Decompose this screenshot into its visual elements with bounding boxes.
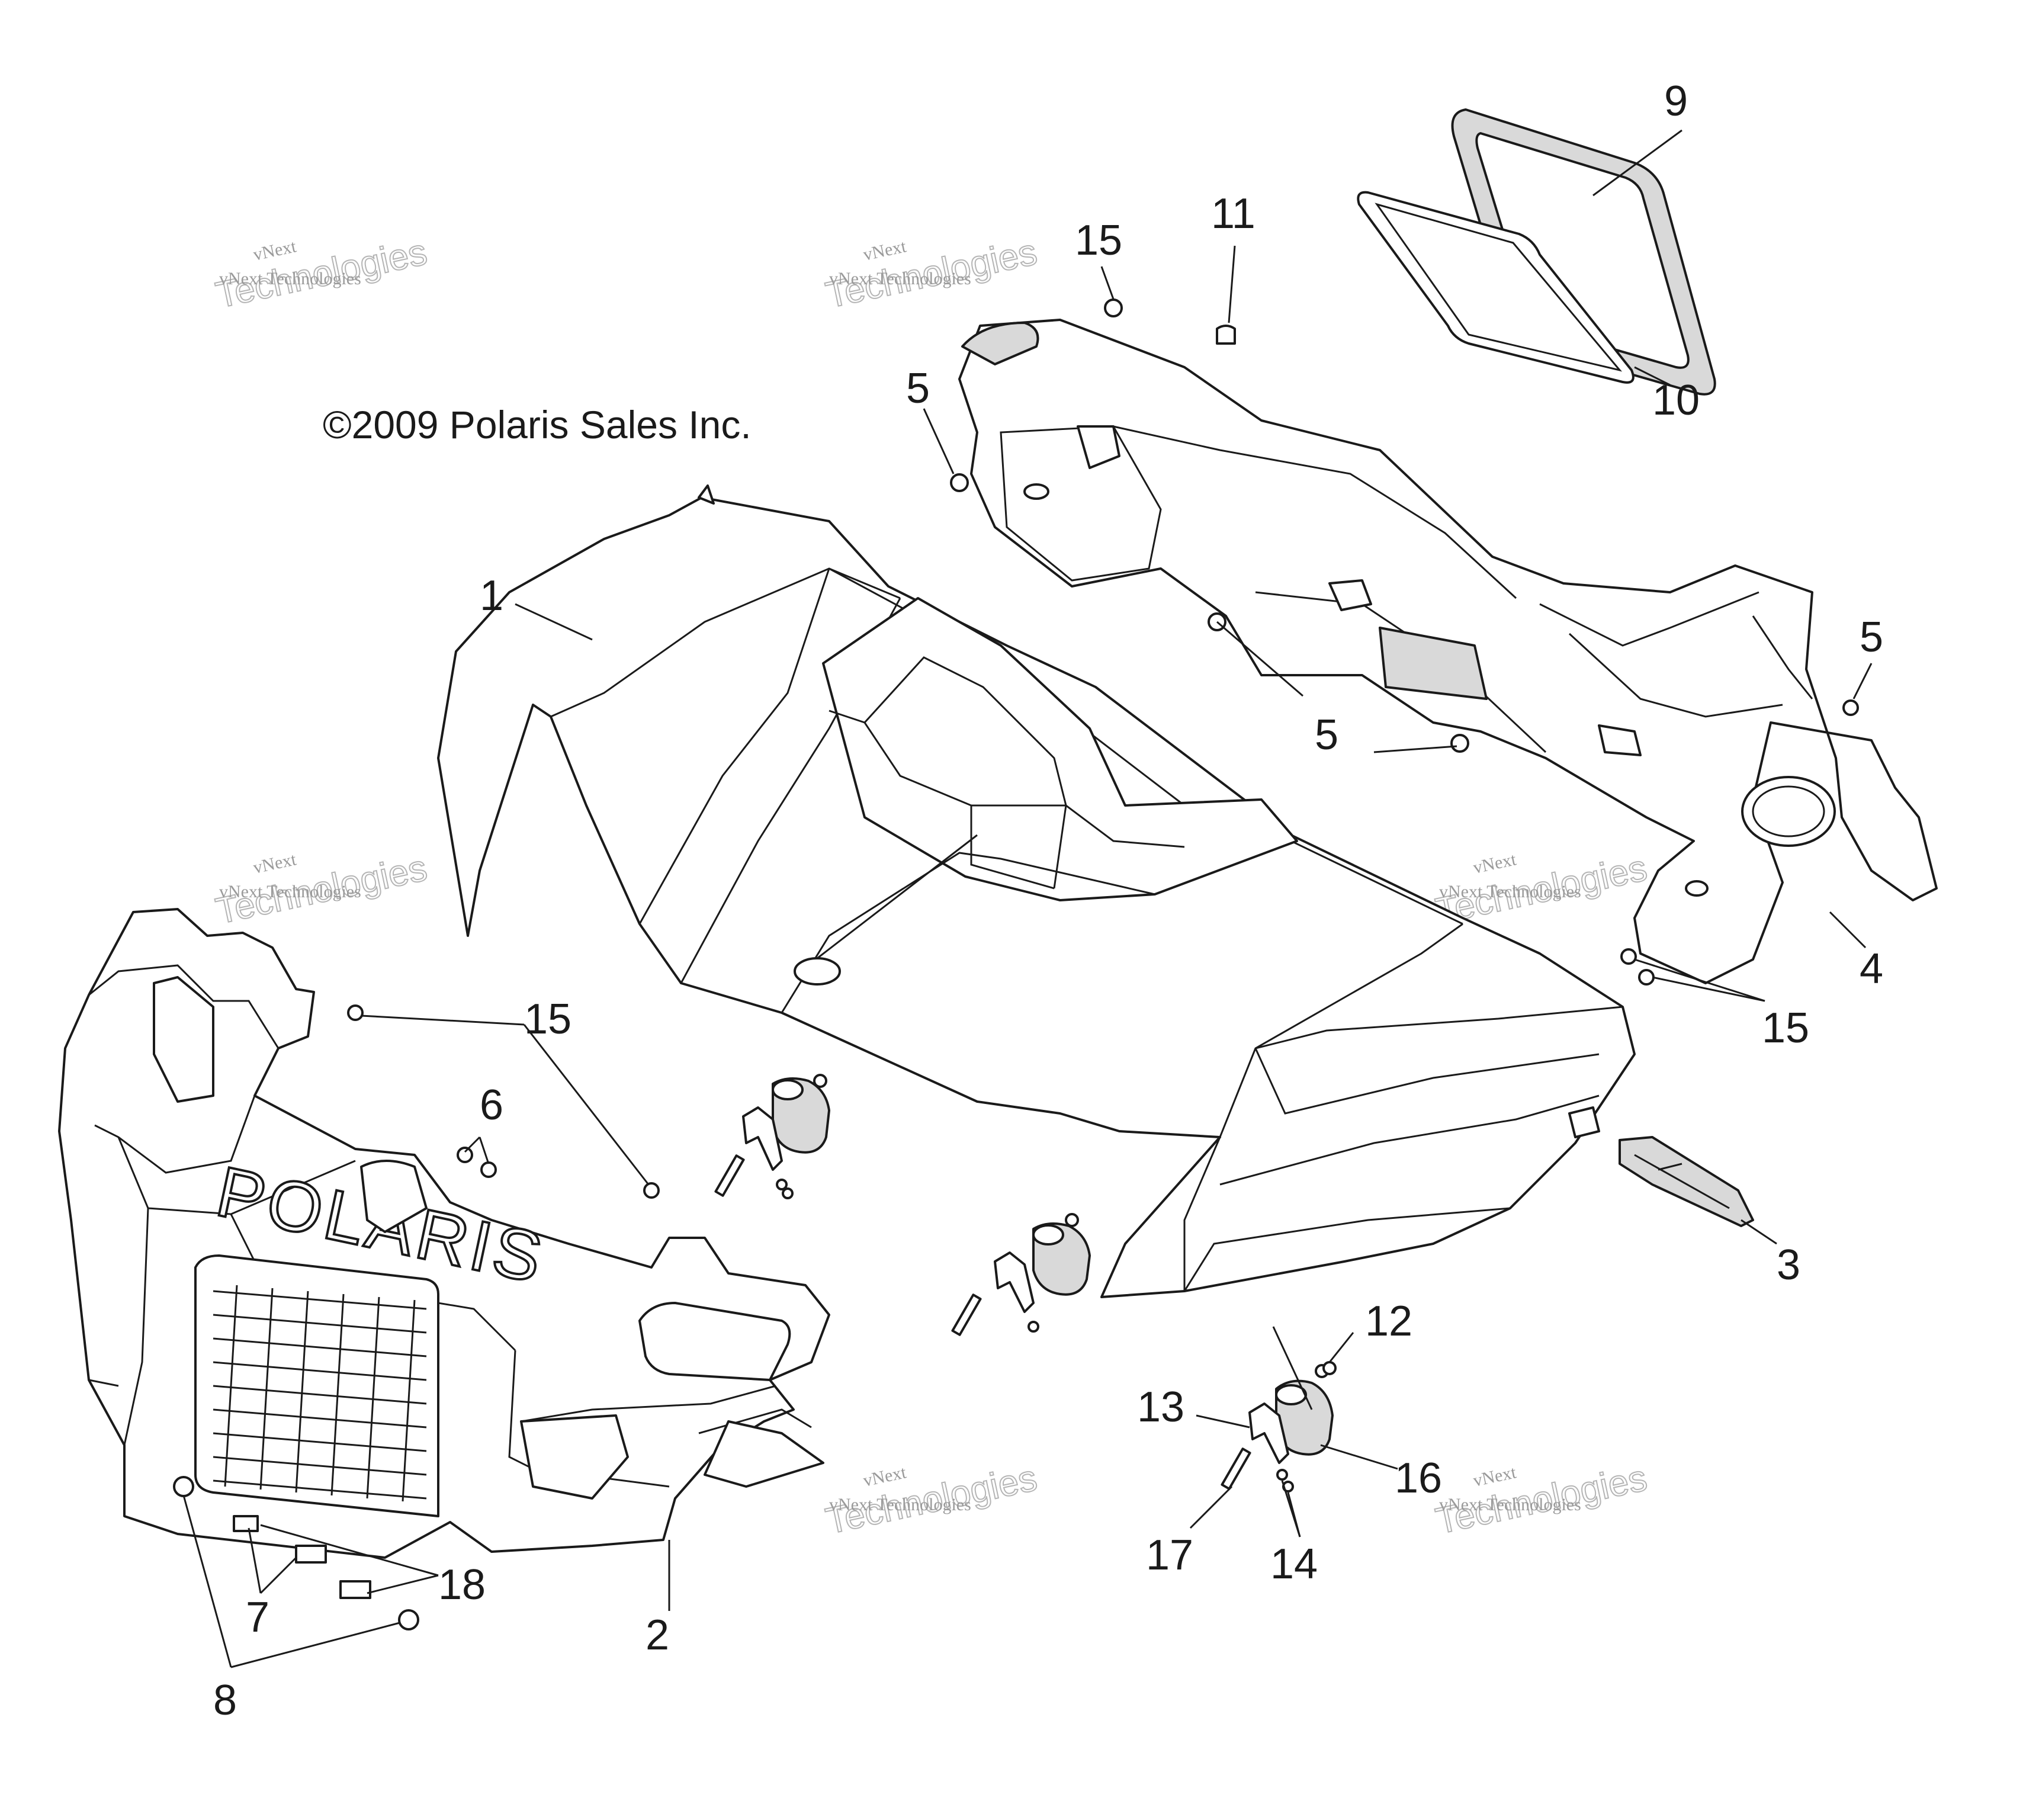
- fastener-15-right-a: [1620, 948, 1637, 965]
- callout-11: 11: [1211, 190, 1255, 237]
- callout-2: 2: [646, 1612, 669, 1659]
- leader-lines: [182, 129, 1873, 1668]
- mount-hardware-left: [714, 1074, 830, 1199]
- fastener-6-b: [480, 1161, 497, 1178]
- mount-hardware-center: [951, 1213, 1091, 1336]
- fastener-15-right-b: [1638, 969, 1655, 986]
- part-4-dash-panel: [958, 319, 1938, 984]
- part-2-front-bumper: POLARIS: [58, 908, 830, 1559]
- callout-5-right: 5: [1860, 614, 1883, 661]
- part-3-grip: [1619, 1136, 1754, 1227]
- fastener-15-left: [347, 1004, 364, 1021]
- callout-3: 3: [1777, 1241, 1800, 1289]
- callout-10: 10: [1652, 377, 1700, 424]
- fastener-5-left: [950, 473, 969, 492]
- fastener-12: [1322, 1361, 1337, 1375]
- fastener-18-b: [339, 1580, 371, 1599]
- callout-13: 13: [1137, 1384, 1184, 1431]
- watermark-small-text: vNext Technologies: [219, 269, 361, 288]
- part-10-window: [1357, 191, 1635, 384]
- grille-mesh: [213, 1285, 427, 1502]
- watermark-small-text: vNext: [252, 849, 298, 878]
- fastener-11-nut: [1216, 325, 1236, 345]
- fastener-8-b: [398, 1609, 419, 1630]
- callout-5-center: 5: [1315, 711, 1338, 759]
- callout-15-top: 15: [1075, 217, 1122, 264]
- callout-12: 12: [1365, 1298, 1412, 1345]
- callout-4: 4: [1860, 945, 1883, 993]
- mount-hardware-exploded: [1221, 1364, 1334, 1492]
- callout-5-left: 5: [906, 365, 930, 412]
- callout-15-right: 15: [1762, 1004, 1809, 1052]
- watermark-small-text: vNext Technologies: [829, 1495, 971, 1514]
- callout-14: 14: [1270, 1540, 1318, 1588]
- watermark-small-text: vNext: [1472, 849, 1518, 878]
- callout-8: 8: [213, 1677, 237, 1724]
- fastener-7-a: [295, 1545, 327, 1564]
- watermark-small-text: vNext Technologies: [219, 882, 361, 901]
- callout-18: 18: [438, 1561, 486, 1609]
- fastener-6-a: [457, 1147, 473, 1163]
- watermark-small-text: vNext Technologies: [829, 269, 971, 288]
- callout-1: 1: [480, 572, 503, 619]
- callout-labels: 1 2 3 4 5 5 5 6 7 8 9 10 11 12 13 14 15 …: [213, 78, 1883, 1724]
- callout-6: 6: [480, 1081, 503, 1129]
- fastener-15-bumper: [643, 1182, 660, 1199]
- copyright-text: ©2009 Polaris Sales Inc.: [323, 403, 752, 447]
- watermark-small-text: vNext Technologies: [1439, 882, 1581, 901]
- fastener-5-lower: [1450, 734, 1469, 753]
- fastener-15-top: [1104, 298, 1123, 317]
- fastener-5-right: [1842, 699, 1859, 716]
- callout-16: 16: [1395, 1455, 1442, 1502]
- callout-17: 17: [1146, 1532, 1193, 1579]
- watermark-small-text: vNext Technologies: [1439, 1495, 1581, 1514]
- part-1-hood: [437, 484, 1636, 1298]
- callout-9: 9: [1664, 78, 1688, 125]
- fastener-8-a: [173, 1476, 194, 1497]
- fastener-18-a: [233, 1515, 259, 1532]
- callout-7: 7: [246, 1594, 269, 1641]
- callout-15-left: 15: [524, 996, 571, 1043]
